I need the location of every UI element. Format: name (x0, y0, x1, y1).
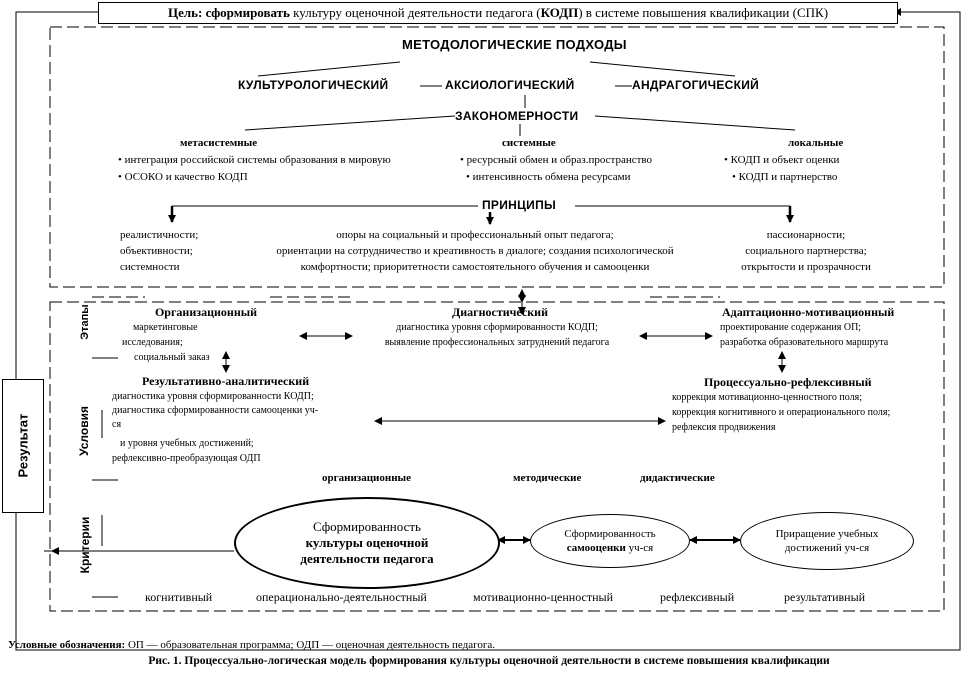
legend: Условные обозначения: ОП — образовательн… (8, 639, 496, 651)
criterion-main-line: деятельности педагога (300, 551, 434, 566)
goal-suffix: ) в системе повышения квалификации (СПК) (578, 5, 829, 20)
goal-middle: культуру оценочной деятельности педагога… (289, 5, 541, 20)
stage-analytic-line: диагностика сформированности самооценки … (112, 405, 319, 416)
criterion-component: мотивационно-ценностный (473, 590, 613, 604)
principle-center-2: ориентации на сотрудничество и креативно… (276, 245, 674, 257)
stage-organizational-title: Организационный (154, 305, 258, 319)
criterion-main-line: культуры оценочной (305, 535, 429, 550)
stage-analytic-line: диагностика уровня сформированности КОДП… (112, 391, 314, 402)
stage-adaptive-line: разработка образовательного маршрута (720, 337, 889, 348)
laws-meta-item: • ОСОКО и качество КОДП (118, 171, 248, 183)
principle-right-1: пассионарности; (766, 229, 846, 241)
side-label-conditions: Условия (77, 406, 91, 456)
stage-diagnostic-line: диагностика уровня сформированности КОДП… (396, 322, 598, 333)
goal-abbr: КОДП (540, 5, 579, 20)
stage-analytic-line: ся (112, 419, 122, 430)
laws-local-item: • КОДП и объект оценки (724, 154, 840, 166)
condition-organizational: организационные (322, 472, 412, 484)
stage-adaptive-line: проектирование содержания ОП; (720, 322, 862, 333)
criterion-main-ellipse: Сформированность культуры оценочной деят… (234, 497, 500, 589)
stage-diagnostic-line: выявление профессиональных затруднений п… (384, 337, 610, 348)
feedback-loop-line (15, 11, 961, 651)
principle-left-1: реалистичности; (120, 229, 199, 241)
goal-box: Цель: сформировать культуру оценочной де… (98, 2, 898, 24)
laws-local-item: • КОДП и партнерство (732, 171, 838, 183)
laws-title: ЗАКОНОМЕРНОСТИ (455, 109, 579, 123)
side-label-criteria: Критерии (78, 516, 92, 574)
stage-diagnostic-title: Диагностический (452, 305, 548, 319)
goal-verb: сформировать (205, 5, 290, 20)
process-frame (49, 301, 945, 612)
principles-title: ПРИНЦИПЫ (482, 198, 557, 212)
criterion-self-ellipse: Сформированность самооценки уч-ся (530, 514, 690, 568)
laws-system-item: • ресурсный обмен и образ.пространство (460, 154, 653, 166)
principle-left-2: объективности; (120, 245, 193, 257)
laws-system-title: системные (502, 137, 556, 149)
stage-organizational-line: исследования; (122, 337, 183, 348)
criterion-growth-line: Приращение учебных (775, 528, 879, 540)
criterion-component: операционально-деятельностный (256, 590, 427, 604)
principle-left-3: системности (120, 261, 180, 273)
criterion-main-line: Сформированность (313, 519, 421, 534)
approach-culturological: КУЛЬТУРОЛОГИЧЕСКИЙ (238, 78, 389, 92)
approach-axiological: АКСИОЛОГИЧЕСКИЙ (445, 78, 575, 92)
criterion-component: рефлексивный (660, 590, 735, 604)
stage-reflexive-title: Процессуально-рефлексивный (704, 375, 872, 389)
side-label-stages: Этапы (79, 304, 91, 340)
stage-analytic-line: и уровня учебных достижений; (120, 438, 254, 449)
stage-organizational-line: социальный заказ (134, 352, 210, 363)
laws-meta-title: метасистемные (180, 137, 258, 149)
laws-system-item: • интенсивность обмена ресурсами (466, 171, 631, 183)
stage-adaptive-title: Адаптационно-мотивационный (722, 305, 895, 319)
principle-right-2: социального партнерства; (745, 245, 867, 257)
criterion-self-line: самооценки уч-ся (566, 542, 654, 554)
stage-organizational-line: маркетинговые (133, 322, 198, 333)
methodology-title: МЕТОДОЛОГИЧЕСКИЕ ПОДХОДЫ (402, 37, 627, 52)
laws-meta-item: • интеграция российской системы образова… (118, 154, 391, 166)
methodology-frame (49, 26, 945, 288)
criterion-growth-line: достижений уч-ся (784, 542, 870, 554)
result-box: Результат (2, 379, 44, 513)
principle-right-3: открытости и прозрачности (741, 261, 871, 273)
stage-analytic-line: рефлексивно-преобразующая ОДП (112, 453, 261, 464)
goal-prefix: Цель: (167, 5, 203, 20)
condition-didactic: дидактические (640, 472, 715, 484)
condition-methodical: методические (513, 472, 582, 484)
stage-reflexive-line: коррекция мотивационно-ценностного поля; (672, 392, 862, 403)
criterion-component: результативный (784, 590, 866, 604)
stage-reflexive-line: коррекция когнитивного и операциональног… (672, 407, 891, 418)
stage-analytic-title: Результативно-аналитический (142, 374, 310, 388)
stage-reflexive-line: рефлексия продвижения (672, 422, 776, 433)
principle-center-3: комфортности; приоритетности самостоятел… (300, 261, 650, 273)
result-label: Результат (15, 413, 31, 478)
criterion-self-line: Сформированность (564, 528, 656, 540)
criterion-component: когнитивный (145, 590, 213, 604)
principle-center-1: опоры на социальный и профессиональный о… (336, 229, 614, 241)
criterion-growth-ellipse: Приращение учебных достижений уч-ся (740, 512, 914, 570)
laws-local-title: локальные (788, 137, 844, 149)
figure-caption: Рис. 1. Процессуально-логическая модель … (148, 655, 830, 667)
approach-andragogical: АНДРАГОГИЧЕСКИЙ (632, 78, 760, 92)
